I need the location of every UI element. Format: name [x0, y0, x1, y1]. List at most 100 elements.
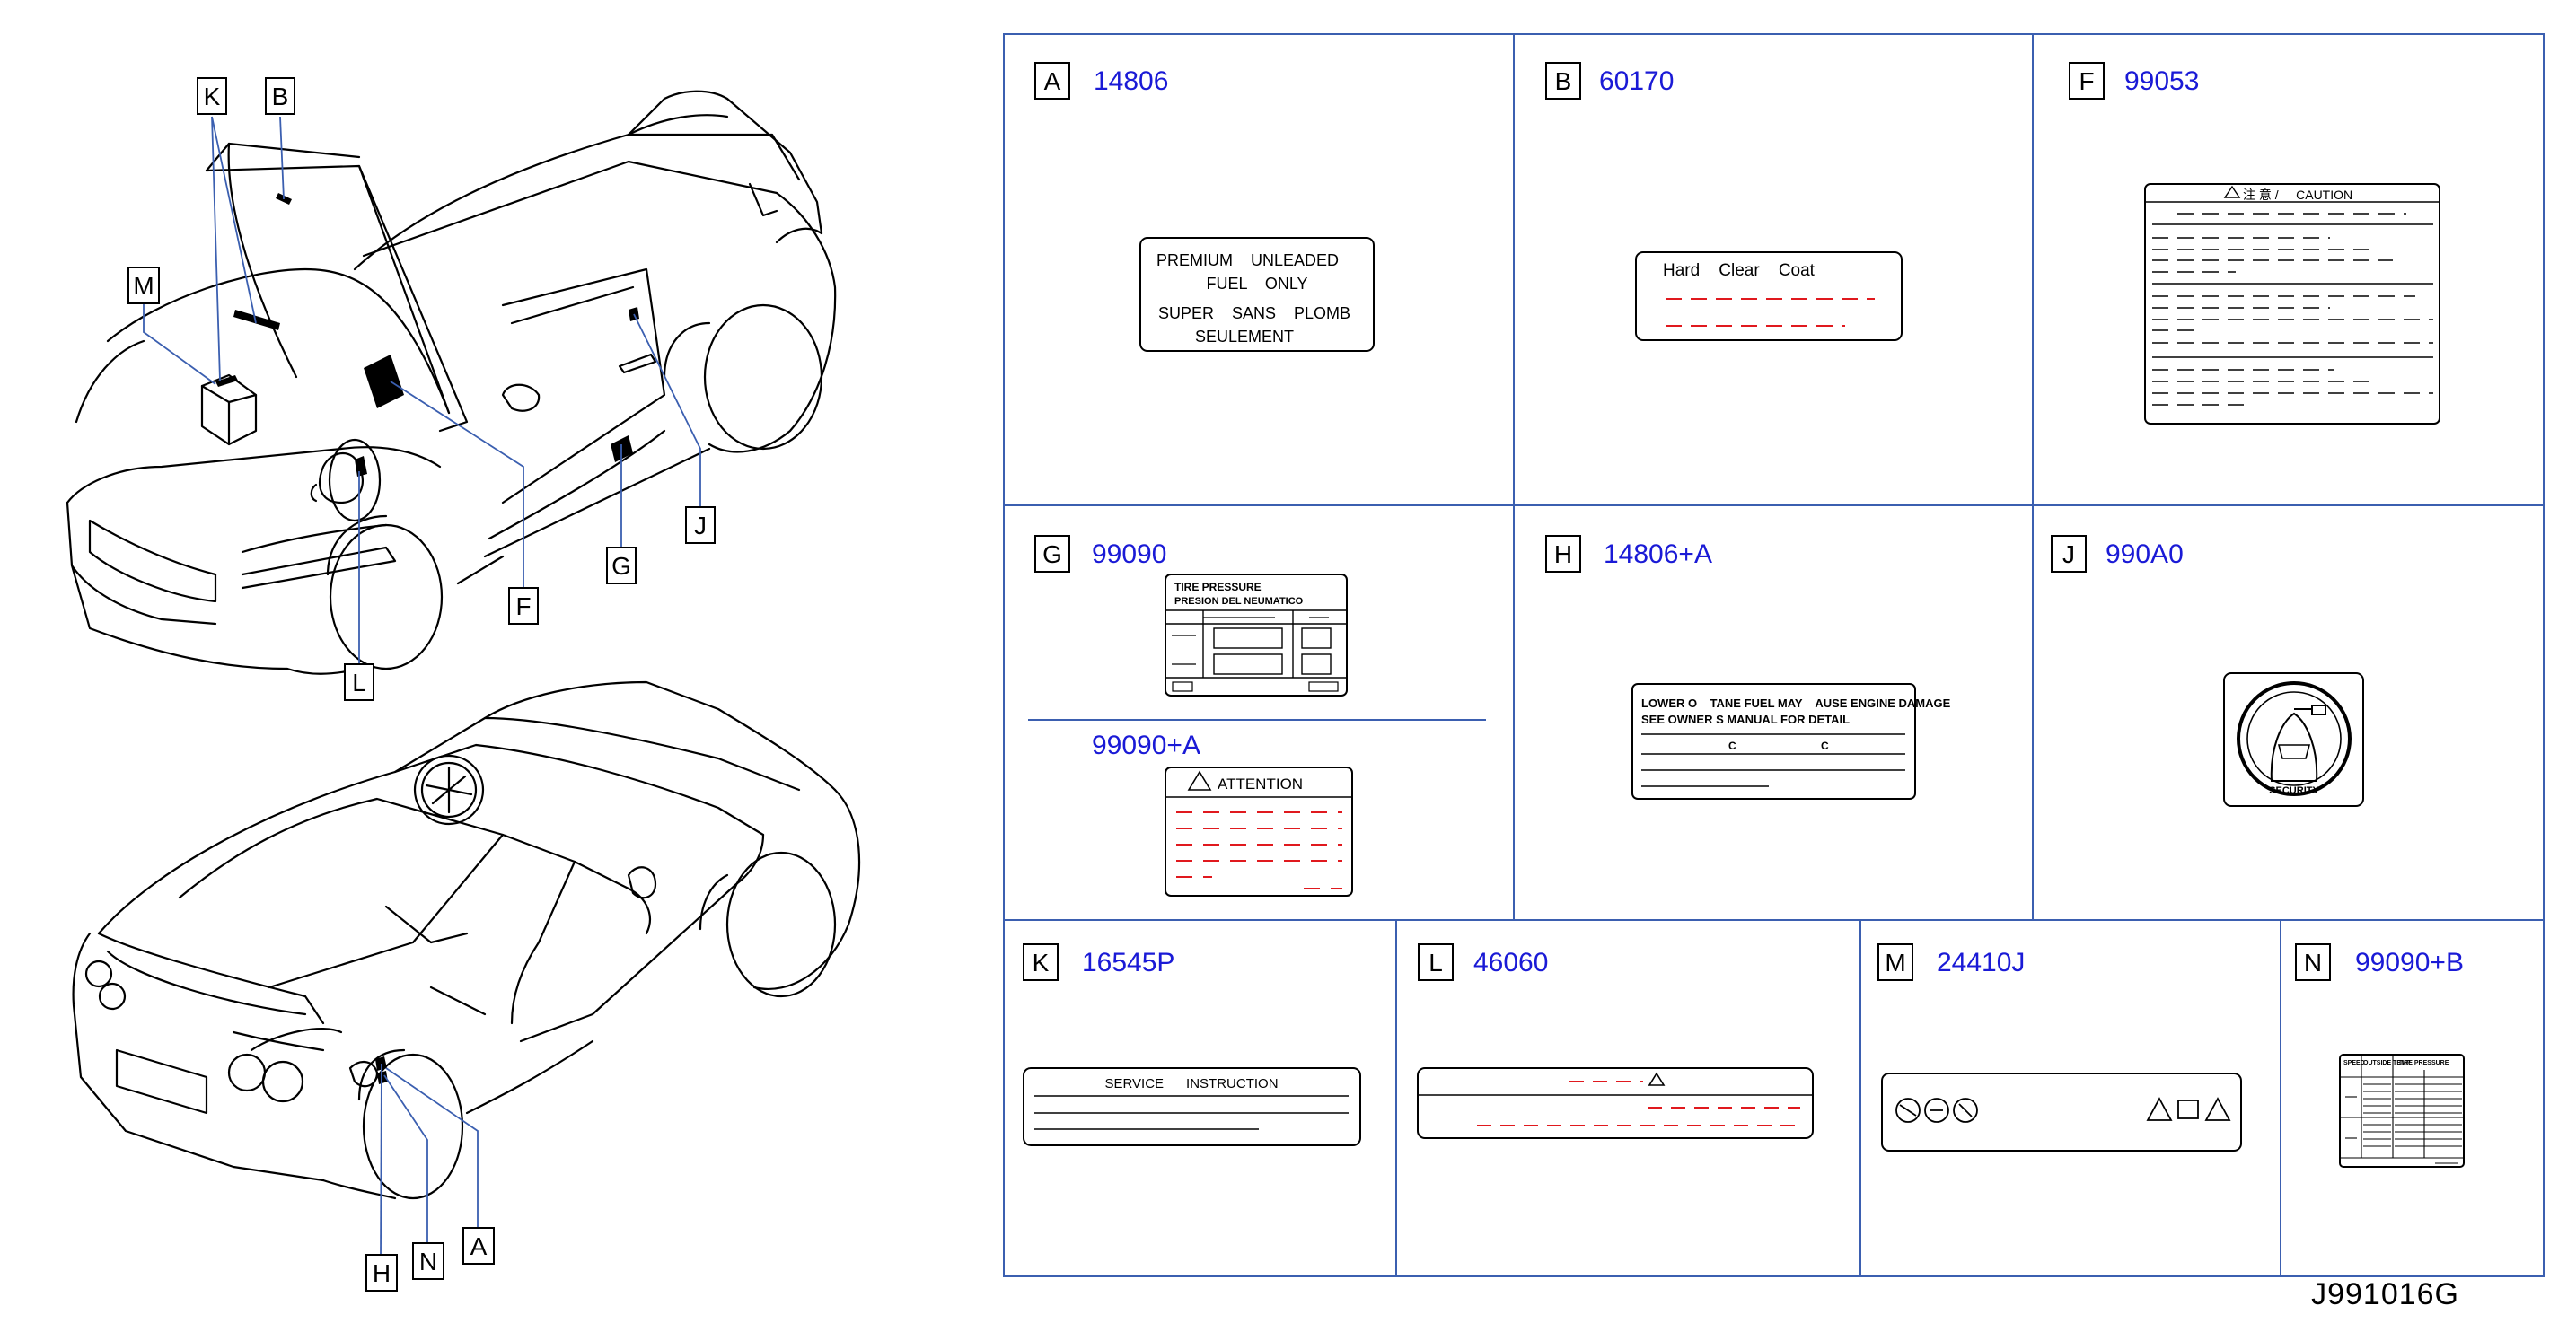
svg-text:F: F	[2079, 67, 2094, 95]
cell-m-header: M 24410J	[1877, 943, 2025, 981]
svg-text:K: K	[1033, 949, 1050, 977]
svg-text:24410J: 24410J	[1937, 948, 2025, 977]
svg-text:H: H	[1554, 540, 1572, 568]
callout-a: A	[462, 1227, 495, 1265]
no-flame-icon	[1953, 1098, 1978, 1123]
acid-icon	[2204, 1097, 2231, 1121]
cell-l-header: L 46060	[1418, 943, 1548, 981]
svg-text:SPEED: SPEED	[2343, 1060, 2365, 1066]
svg-text:M: M	[1885, 949, 1905, 977]
callout-l: L	[344, 663, 374, 701]
svg-text:LOWER O TANE FUEL MAY AU: LOWER O TANE FUEL MAY AUSE ENGINE DAMAGE	[1641, 697, 1951, 710]
svg-text:FUEL ONLY: FUEL ONLY	[1206, 275, 1307, 293]
warning-icon	[1187, 770, 1212, 791]
callout-h: H	[365, 1254, 398, 1292]
svg-text:SUPER SANS PLOMB: SUPER SANS PLOMB	[1158, 304, 1350, 322]
svg-text:B: B	[1555, 67, 1572, 95]
label-m-battery	[1881, 1073, 2242, 1152]
svg-text:14806+A: 14806+A	[1604, 539, 1712, 569]
car-bottom-illustration	[72, 680, 861, 1200]
key-icon	[2294, 705, 2326, 715]
svg-text:ATTENTION: ATTENTION	[1218, 776, 1303, 793]
label-n-tire-table: SPEED OUTSIDE TEMP TIRE PRESSURE	[2339, 1054, 2465, 1168]
svg-text:46060: 46060	[1473, 948, 1548, 977]
svg-text:M: M	[133, 272, 154, 300]
label-l-warning	[1417, 1067, 1814, 1139]
svg-text:N: N	[419, 1248, 437, 1275]
cell-g2-code: 99090+A	[1092, 731, 1200, 760]
svg-text:SECURITY: SECURITY	[2269, 785, 2319, 796]
label-f-caution: 注 意 / CAUTION	[2144, 183, 2440, 425]
diagram-id: J991016G	[2311, 1277, 2459, 1311]
svg-text:L: L	[352, 669, 366, 697]
svg-text:Hard Clear Coat: Hard Clear Coat	[1663, 261, 1816, 280]
svg-text:60170: 60170	[1599, 66, 1674, 96]
svg-text:SERVICE INSTRUCTION: SERVICE INSTRUCTION	[1104, 1076, 1278, 1091]
eye-protection-icon	[1924, 1098, 1949, 1123]
svg-text:14806: 14806	[1094, 66, 1168, 96]
label-b-clear-coat: Hard Clear Coat	[1635, 251, 1903, 341]
svg-text:注 意 / CAUTION: 注 意 / CAUTION	[2243, 188, 2352, 202]
svg-text:C: C	[1821, 740, 1829, 752]
svg-text:OUTSIDE TEMP: OUTSIDE TEMP	[2363, 1060, 2411, 1066]
svg-text:C: C	[1728, 740, 1736, 752]
car-bottom-leaders	[380, 1063, 479, 1256]
svg-text:16545P: 16545P	[1082, 948, 1174, 977]
callout-g: G	[606, 547, 637, 584]
warning-icon	[2223, 185, 2241, 198]
cell-n-header: N 99090+B	[2295, 943, 2464, 981]
callout-f: F	[508, 587, 539, 625]
cell-j-header: J 990A0	[2051, 535, 2184, 573]
svg-text:J: J	[2062, 540, 2075, 568]
car-security-icon	[2270, 712, 2318, 782]
svg-text:SEULEMENT: SEULEMENT	[1195, 328, 1294, 346]
label-j-security: SECURITY	[2223, 672, 2364, 807]
label-h-octane: LOWER O TANE FUEL MAY AUSE ENGINE DAMAGE…	[1631, 683, 1951, 800]
cell-headers: A 14806 B 60170 F 99053 G 99090 99090+A H 1480…	[1023, 62, 2464, 981]
svg-text:H: H	[373, 1259, 391, 1287]
svg-text:J: J	[694, 512, 707, 539]
cell-k-header: K 16545P	[1023, 943, 1174, 981]
svg-text:PREMIUM UNLEADED: PREMIUM UNLEADED	[1156, 251, 1339, 269]
svg-text:A: A	[470, 1232, 488, 1260]
svg-text:B: B	[272, 83, 289, 110]
explosive-icon	[2146, 1097, 2173, 1121]
car-top-illustration	[66, 90, 837, 675]
svg-text:G: G	[1042, 540, 1062, 568]
manual-icon	[2177, 1100, 2199, 1119]
svg-text:PRESION DEL NEUMATICO: PRESION DEL NEUMATICO	[1174, 596, 1304, 607]
label-g-tire-pressure: TIRE PRESSURE PRESION DEL NEUMATICO	[1165, 574, 1348, 697]
callout-n: N	[412, 1242, 444, 1280]
no-smoking-icon	[1895, 1098, 1921, 1123]
cell-g-header: G 99090 99090+A	[1034, 535, 1200, 760]
label-k-service: SERVICE INSTRUCTION	[1023, 1067, 1361, 1146]
svg-text:TIRE PRESSURE: TIRE PRESSURE	[1174, 581, 1262, 593]
warning-icon	[1648, 1072, 1666, 1086]
label-a-fuel: PREMIUM UNLEADED FUEL ONLY SUPER SANS PL…	[1139, 237, 1375, 352]
cell-a-header: A 14806	[1034, 62, 1168, 100]
cell-h-header: H 14806+A	[1545, 535, 1712, 573]
svg-text:99090: 99090	[1092, 539, 1166, 569]
car-top-leaders	[143, 116, 701, 664]
cell-f-header: F 99053	[2069, 62, 2199, 100]
cell-b-header: B 60170	[1545, 62, 1674, 100]
svg-text:F: F	[515, 592, 531, 620]
svg-text:L: L	[1429, 949, 1443, 977]
svg-text:K: K	[204, 83, 221, 110]
svg-text:TIRE PRESSURE: TIRE PRESSURE	[2398, 1060, 2449, 1066]
car-callout-boxes: K B M F G J L H N A	[127, 77, 716, 1292]
car-top-labels	[215, 193, 639, 477]
callout-j: J	[685, 506, 716, 544]
callout-m: M	[127, 267, 160, 304]
callout-b: B	[265, 77, 295, 115]
svg-text:99090+B: 99090+B	[2355, 948, 2464, 977]
svg-text:SEE OWNER S MANUAL FOR DETAIL: SEE OWNER S MANUAL FOR DETAIL	[1641, 713, 1850, 726]
svg-text:99053: 99053	[2124, 66, 2199, 96]
svg-text:G: G	[611, 552, 631, 580]
callout-k: K	[197, 77, 227, 115]
svg-text:A: A	[1044, 67, 1061, 95]
svg-text:N: N	[2304, 949, 2322, 977]
label-g2-attention: ATTENTION	[1165, 767, 1353, 897]
svg-text:990A0: 990A0	[2106, 539, 2184, 569]
